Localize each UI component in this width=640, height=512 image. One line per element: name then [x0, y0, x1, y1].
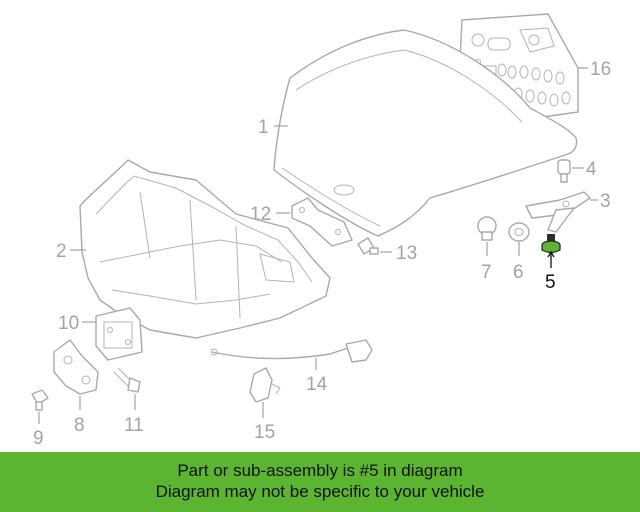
callout-7: 7 — [481, 262, 492, 283]
part-12-hinge — [291, 197, 353, 247]
banner-line-2: Diagram may not be specific to your vehi… — [155, 482, 485, 501]
part-10-bracket — [95, 307, 143, 361]
callout-16: 16 — [590, 59, 611, 80]
parts-diagram: 16 1 4 3 6 7 5 — [31, 13, 611, 449]
part-13-bolt — [357, 237, 379, 255]
part-9-bolt — [31, 389, 49, 411]
part-3-arm — [525, 191, 591, 233]
part-6-grommet — [508, 222, 530, 242]
callout-9: 9 — [33, 428, 44, 449]
callout-13: 13 — [396, 243, 417, 264]
part-14-prop-rod — [210, 339, 373, 363]
part-15-rod-holder — [249, 367, 281, 403]
part-8-latch — [53, 339, 99, 395]
callout-1: 1 — [258, 117, 269, 138]
part-4-stop — [557, 159, 571, 183]
callout-14: 14 — [306, 374, 328, 395]
part-11-bolt — [113, 367, 141, 393]
part-5-nut — [541, 234, 561, 254]
part-1-hood — [273, 29, 578, 237]
callout-4: 4 — [586, 159, 597, 180]
part-2-insulator — [79, 159, 331, 339]
callout-3: 3 — [600, 191, 611, 212]
callout-15: 15 — [254, 422, 275, 443]
banner-line-1: Part or sub-assembly is #5 in diagram — [177, 461, 463, 480]
callout-6: 6 — [513, 262, 524, 283]
callout-5: 5 — [545, 272, 556, 293]
callout-2: 2 — [56, 241, 67, 262]
part-7-clip — [477, 216, 497, 241]
info-banner: Part or sub-assembly is #5 in diagram Di… — [0, 452, 640, 512]
callout-10: 10 — [58, 313, 79, 334]
callout-8: 8 — [74, 415, 85, 436]
callout-11: 11 — [124, 415, 144, 436]
